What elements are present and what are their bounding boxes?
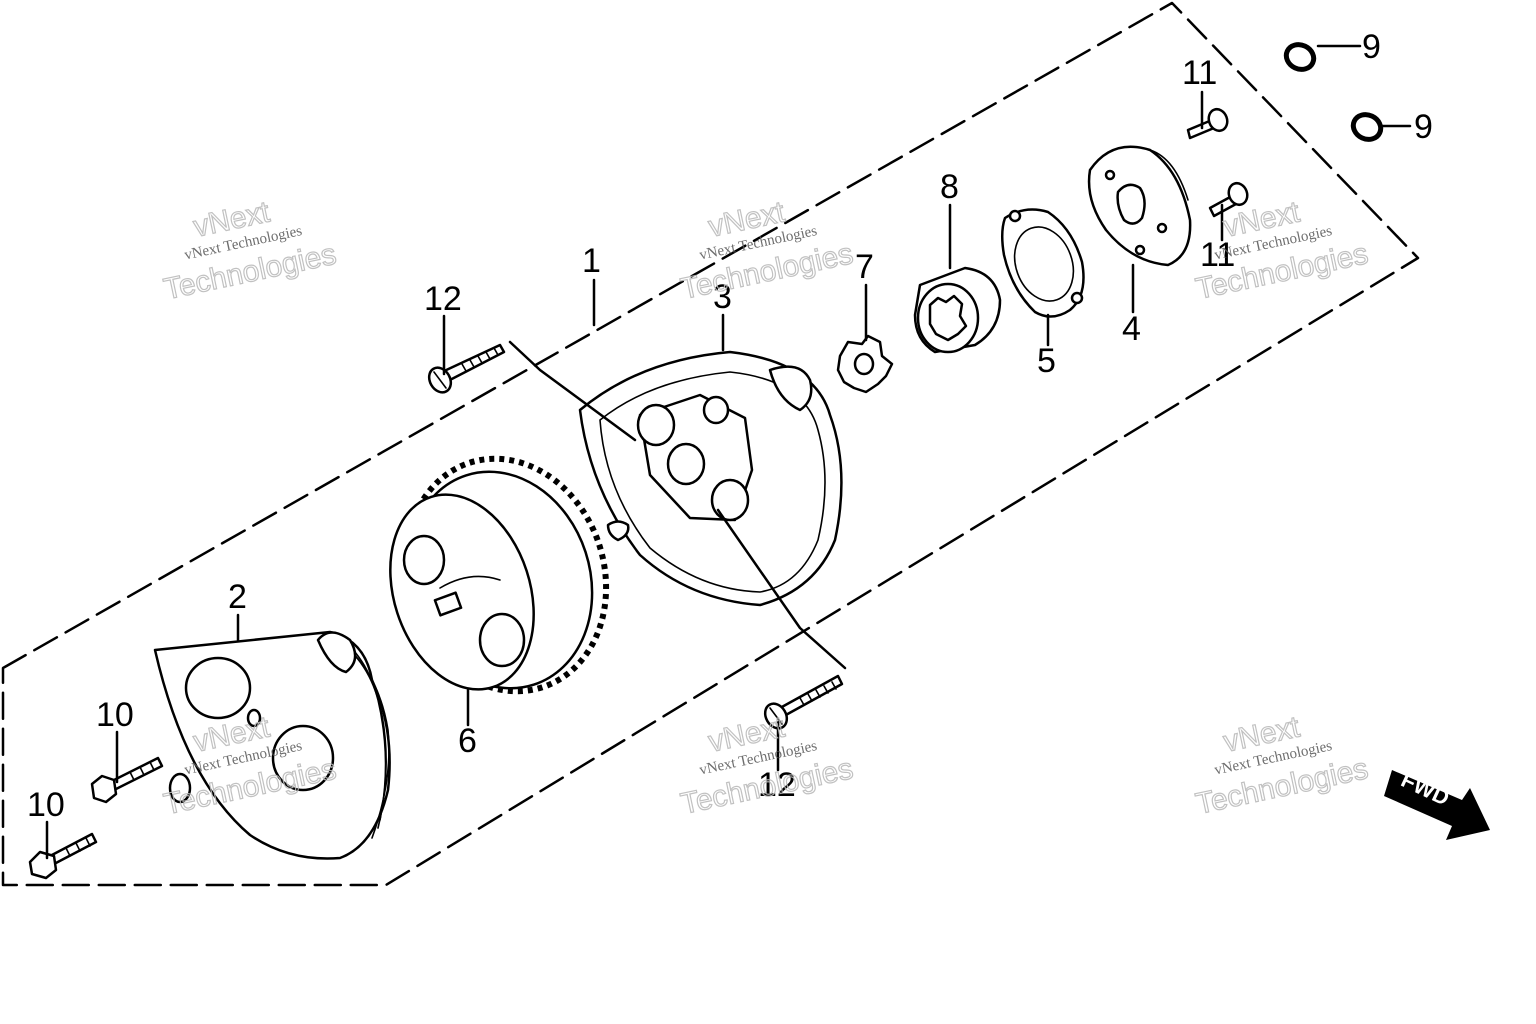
watermark-top-center: vNext vNext Technologies Technologies [677, 195, 856, 307]
pump-body-part [578, 350, 843, 607]
callout-4: 4 [1122, 310, 1141, 348]
bolt-11-upper [1186, 107, 1229, 140]
assembly-boundary [1, 1, 1420, 887]
callout-10-lower: 10 [27, 786, 65, 824]
gasket-part [1001, 208, 1085, 318]
bolt-10-upper [90, 756, 164, 804]
callout-9-lower: 9 [1414, 108, 1433, 146]
callout-3: 3 [713, 278, 732, 316]
bolt-12-lower [763, 674, 844, 730]
bolt-12-upper [427, 343, 506, 394]
callout-6: 6 [458, 722, 477, 760]
o-ring-9-lower [1350, 112, 1384, 142]
callout-5: 5 [1037, 342, 1056, 380]
callout-2: 2 [228, 578, 247, 616]
callout-8: 8 [940, 168, 959, 206]
callout-7: 7 [855, 248, 874, 286]
watermark-top-left: vNext vNext Technologies Technologies [160, 195, 339, 307]
cover-plate-part [1087, 145, 1192, 267]
outer-rotor-part [913, 266, 1002, 354]
callout-11-lower: 11 [1200, 236, 1235, 274]
watermark-bottom-center: vNext vNext Technologies Technologies [677, 710, 856, 822]
watermark-bottom-right: vNext vNext Technologies Technologies [1192, 710, 1371, 822]
leader-lines [45, 44, 1412, 860]
bolt-10-lower [28, 832, 98, 880]
callout-10-upper: 10 [96, 696, 134, 734]
callout-1: 1 [582, 242, 601, 280]
callout-labels: 1 2 3 4 5 6 7 8 9 9 10 10 11 11 12 12 [27, 28, 1433, 824]
watermark-bottom-left: vNext vNext Technologies Technologies [160, 710, 339, 822]
callout-11-upper: 11 [1182, 54, 1217, 92]
o-ring-9-upper [1283, 42, 1317, 72]
pump-cover-part [153, 630, 391, 860]
callout-12-upper: 12 [424, 280, 462, 318]
sprocket-gear-part [389, 455, 610, 695]
forward-direction-arrow: FWD [1384, 767, 1490, 840]
callout-12-lower: 12 [758, 766, 796, 804]
inner-rotor-part [836, 334, 894, 394]
callout-9-upper: 9 [1362, 28, 1381, 66]
